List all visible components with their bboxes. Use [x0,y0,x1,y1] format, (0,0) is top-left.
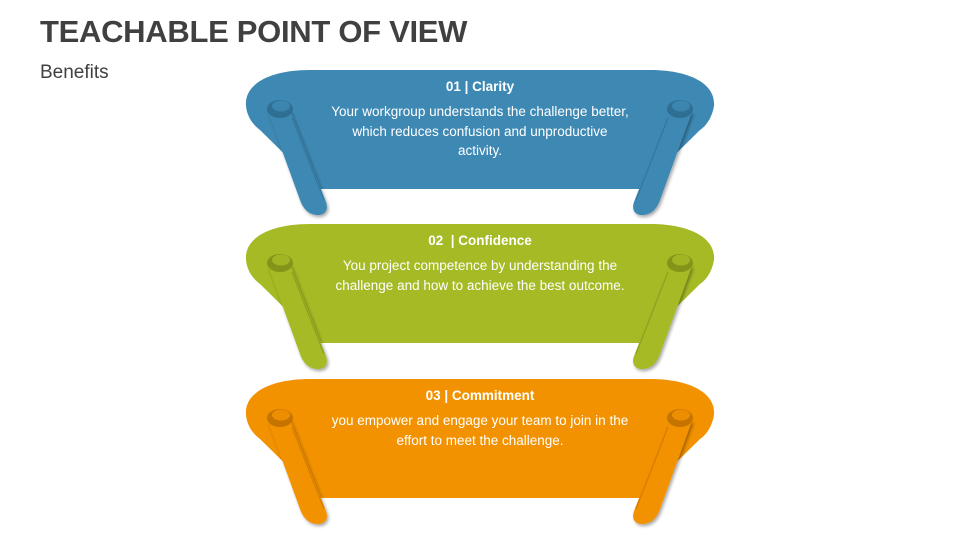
right-roll [633,419,692,525]
left-roll-cap-inner [272,254,290,266]
left-roll-cap-inner [272,409,290,421]
left-roll-edge [291,426,325,510]
scroll-banner-clarity: 01 | Clarity Your workgroup understands … [240,66,720,226]
right-roll [633,110,692,216]
scroll-body [245,224,715,343]
scroll-shape [245,70,715,216]
scroll-banner-commitment: 03 | Commitment you empower and engage y… [240,375,720,535]
slide-title: TEACHABLE POINT OF VIEW [40,14,468,49]
left-roll [268,264,327,370]
right-roll-cap-inner [672,409,690,421]
banner-text: 02 | Confidence You project competence b… [330,232,630,295]
banner-text: 03 | Commitment you empower and engage y… [320,387,640,450]
right-roll-cap-inner [672,254,690,266]
banner-heading: 01 | Clarity [445,79,515,94]
left-roll [268,110,327,216]
right-roll-edge [635,271,669,355]
scroll-body [245,70,715,189]
banner-body: Your workgroup understands the challenge… [331,104,629,158]
banner-text: 01 | Clarity Your workgroup understands … [330,78,630,161]
scroll-shape [245,224,715,370]
scroll-shape [245,379,715,525]
scroll-body [245,379,715,498]
slide-subtitle: Benefits [40,62,109,83]
scroll-banner-confidence: 02 | Confidence You project competence b… [240,220,720,380]
banner-heading: 02 | Confidence [428,233,532,248]
banner-heading: 03 | Commitment [425,388,535,403]
banner-body: you empower and engage your team to join… [331,413,629,448]
banner-body: You project competence by understanding … [335,258,625,293]
left-roll-edge [291,117,325,201]
left-roll [268,419,327,525]
right-roll-cap-inner [672,100,690,112]
left-roll-cap-inner [272,100,290,112]
left-roll-edge [291,271,325,355]
right-roll-edge [635,117,669,201]
right-roll-edge [635,426,669,510]
right-roll [633,264,692,370]
